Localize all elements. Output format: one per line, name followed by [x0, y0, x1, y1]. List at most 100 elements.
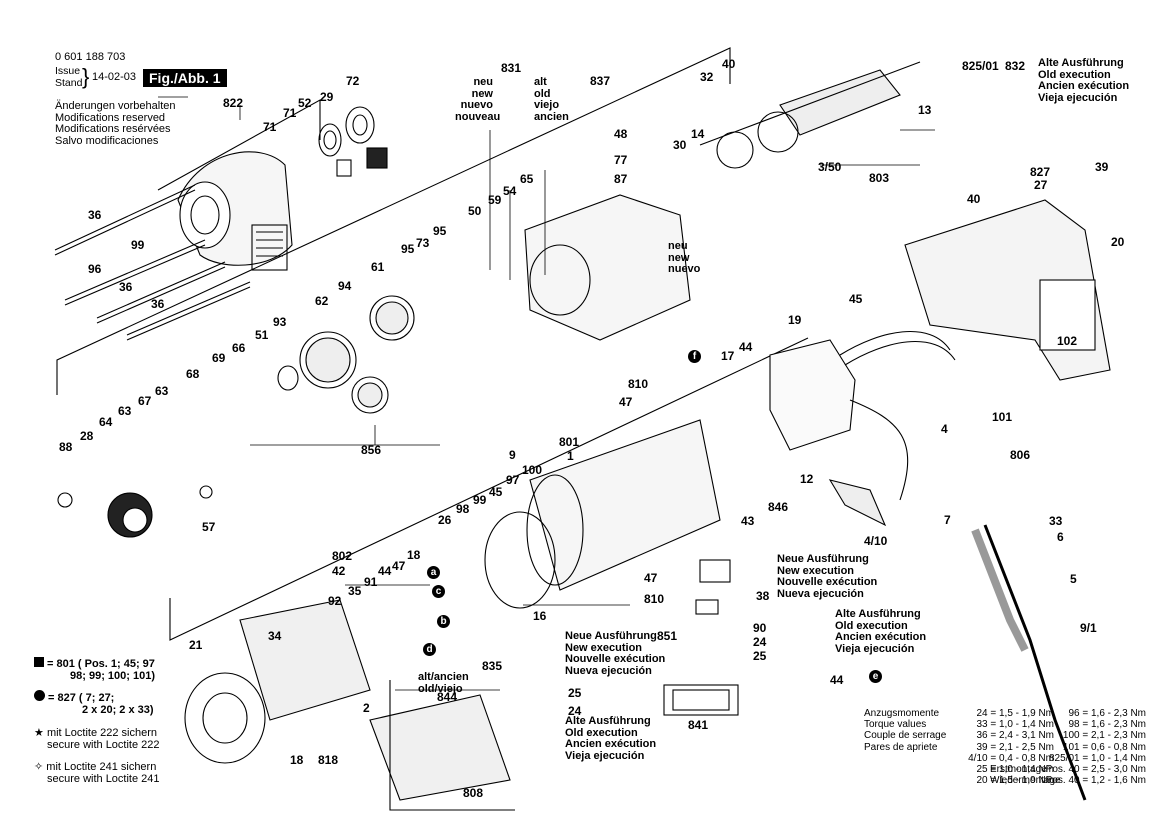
part-label: 24 [568, 704, 582, 718]
part-label: 99 [473, 493, 487, 507]
part-label: 98 [456, 502, 470, 516]
part-label: 90 [753, 621, 767, 635]
legend-star: ★ mit Loctite 222 sichern secure with Lo… [34, 727, 160, 751]
issue-label: Issue [55, 65, 81, 77]
part-label: 29 [320, 90, 334, 104]
part-label: 57 [202, 520, 216, 534]
brace-icon: } [82, 64, 90, 89]
part-label: 38 [756, 589, 770, 603]
star-outline-icon: ✧ [34, 761, 44, 773]
part-label: 837 [590, 74, 611, 88]
part-label: 73 [416, 236, 430, 250]
part-label: 827 [1030, 165, 1051, 179]
part-label: 95 [401, 242, 415, 256]
part-label: 846 [768, 500, 789, 514]
part-label: 26 [438, 513, 452, 527]
part-label: 69 [212, 351, 226, 365]
part-label: 102 [1057, 334, 1078, 348]
part-label: 13 [918, 103, 932, 117]
part-label: 803 [869, 171, 890, 185]
part-label: 50 [468, 204, 482, 218]
part-label: 25 [568, 686, 582, 700]
star-icon: ★ [34, 727, 44, 739]
torque-erstmontage: Erstmontage [990, 764, 1047, 775]
callout-letter: f [688, 350, 701, 363]
part-label: 810 [628, 377, 649, 391]
callout-letter: c [432, 585, 445, 598]
part-label: 1 [567, 449, 574, 463]
part-label: 68 [186, 367, 200, 381]
part-label: 71 [263, 120, 277, 134]
part-label: 96 [88, 262, 102, 276]
figure-label: Fig./Abb. 1 [143, 69, 227, 87]
part-label: 28 [80, 429, 94, 443]
issue-date: 14-02-03 [92, 71, 137, 83]
part-label: 36 [88, 208, 102, 222]
part-label: 95 [433, 224, 447, 238]
part-label: 88 [59, 440, 73, 454]
part-label: 36 [151, 297, 165, 311]
part-label: 835 [482, 659, 503, 673]
part-label: 45 [849, 292, 863, 306]
part-label: 77 [614, 153, 628, 167]
part-label: 18 [290, 753, 304, 767]
part-label: 63 [155, 384, 169, 398]
part-label: 4 [941, 422, 948, 436]
part-label: 6 [1057, 530, 1064, 544]
part-label: 14 [691, 127, 705, 141]
part-label: 802 [332, 549, 353, 563]
legend-circle: = 827 ( 7; 27; 2 x 20; 2 x 33) [34, 690, 154, 716]
part-label: 71 [283, 106, 297, 120]
part-label: 822 [223, 96, 244, 110]
part-label: 808 [463, 786, 484, 800]
part-label: 3/50 [818, 160, 842, 174]
part-label: 841 [688, 718, 709, 732]
part-label: 34 [268, 629, 282, 643]
square-icon [34, 657, 44, 667]
part-label: 844 [437, 690, 458, 704]
part-label: 16 [533, 609, 547, 623]
part-label: 19 [788, 313, 802, 327]
part-label: 39 [1095, 160, 1109, 174]
part-label: 9 [509, 448, 516, 462]
part-label: 44 [378, 564, 392, 578]
part-label: 25 [753, 649, 767, 663]
document-number: 0 601 188 703 [55, 51, 126, 63]
part-label: 59 [488, 193, 502, 207]
part-label: 47 [619, 395, 633, 409]
part-label: 35 [348, 584, 362, 598]
part-label: 93 [273, 315, 287, 329]
part-label: 9/1 [1080, 621, 1097, 635]
part-label: 32 [700, 70, 714, 84]
callout-letter: d [423, 643, 436, 656]
part-label: 65 [520, 172, 534, 186]
legend-star-outline: ✧ mit Loctite 241 sichern secure with Lo… [34, 761, 160, 785]
part-label: 21 [189, 638, 203, 652]
part-label: 61 [371, 260, 385, 274]
part-label: 5 [1070, 572, 1077, 586]
part-label: 52 [298, 96, 312, 110]
part-label: 33 [1049, 514, 1063, 528]
part-label: 40 [722, 57, 736, 71]
part-label: 66 [232, 341, 246, 355]
torque-wiedermontage: Wiedermontage [990, 775, 1061, 786]
part-label: 12 [800, 472, 814, 486]
part-label: 67 [138, 394, 152, 408]
part-label: 91 [364, 575, 378, 589]
part-label: 810 [644, 592, 665, 606]
part-label: 856 [361, 443, 382, 457]
part-label: 63 [118, 404, 132, 418]
part-label: 54 [503, 184, 517, 198]
part-label: 72 [346, 74, 360, 88]
part-label: 100 [522, 463, 543, 477]
